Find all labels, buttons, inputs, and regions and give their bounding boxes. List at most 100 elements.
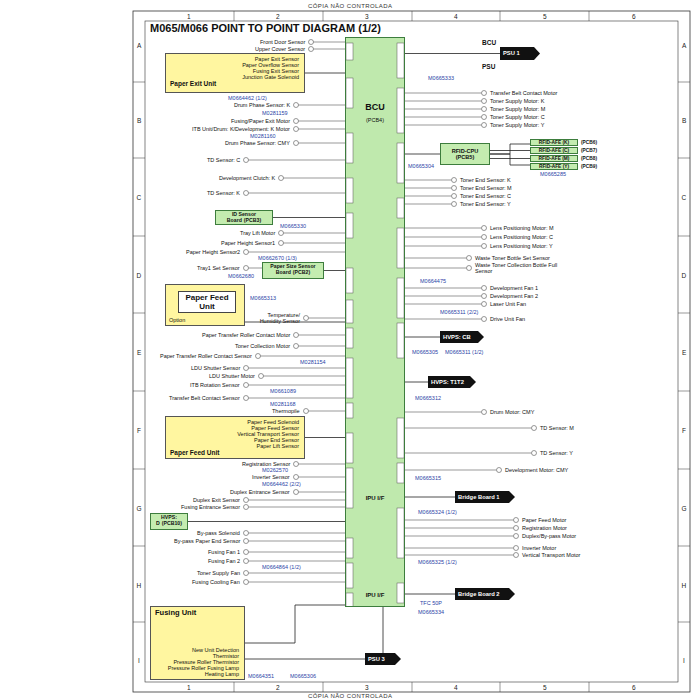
node-text: PSU 1: [503, 50, 520, 56]
component-symbol: [294, 490, 299, 495]
arrow-fill: [455, 588, 515, 600]
pcb-box: Paper Size Sensor Board(PCB2): [262, 262, 324, 279]
wire: [309, 318, 346, 319]
component-symbol: [482, 410, 487, 415]
component-name: Toner Collection Motor: [235, 343, 290, 349]
harness-number: M0665305: [412, 349, 438, 355]
wire: [249, 552, 346, 553]
unit-box: Fusing UnitNew Unit DetectionThermistorP…: [150, 606, 245, 680]
connector-block: [397, 418, 404, 458]
node-text: RFID-CPU: [452, 148, 479, 154]
unit-box: Paper Feed SolenoidPaper Feed SensorVert…: [165, 416, 305, 459]
wire: [299, 492, 346, 493]
node-text: Fusing Exit Sensor: [253, 68, 299, 74]
wire: [299, 464, 346, 465]
grid-reference: F: [137, 427, 141, 434]
component-symbol: [514, 526, 519, 531]
component-symbol: [514, 553, 519, 558]
grid-tick: [678, 391, 690, 392]
connector-line: [383, 607, 384, 653]
harness-number: M0281160: [250, 133, 276, 139]
component-symbol: [514, 518, 519, 523]
pcb-number: (PCB7): [581, 148, 597, 153]
component-symbol: [482, 294, 487, 299]
node-text: BCU: [346, 103, 404, 113]
component-symbol: [279, 241, 284, 246]
component-symbol: [294, 462, 299, 467]
connector-block: [346, 468, 353, 508]
component-symbol: [532, 451, 537, 456]
grid-tick: [323, 682, 324, 692]
component-name: By-pass Paper End Sensor: [174, 538, 240, 544]
grid-reference: D: [137, 272, 142, 279]
unit-box: Paper Exit SensorPaper Overflow SensorFu…: [165, 53, 305, 93]
component-symbol: [294, 127, 299, 132]
connector-block: [397, 43, 404, 78]
harness-number: M0665306: [290, 673, 316, 679]
grid-reference: 6: [632, 13, 636, 20]
component-name: Thermopile: [272, 408, 300, 414]
grid-tick: [133, 236, 145, 237]
component-symbol: [279, 176, 284, 181]
connector-line: [324, 270, 345, 271]
grid-tick: [133, 313, 145, 314]
component-name: Transfer Belt Contact Sensor: [169, 395, 240, 401]
node-text: RFID-AFE (K): [531, 140, 577, 145]
component-symbol: [482, 302, 487, 307]
wire: [405, 555, 514, 556]
node-text: HVPS: T1T2: [431, 379, 464, 385]
component-name: Development Clutch: K: [219, 175, 275, 181]
component-symbol: [244, 559, 249, 564]
component-name: ITB Rotation Sensor: [190, 382, 240, 388]
wire: [405, 180, 452, 181]
node-text: IPU I/F: [346, 495, 404, 502]
component-symbol: [514, 546, 519, 551]
connector-block: [346, 403, 353, 418]
wire: [249, 582, 346, 583]
node-text: Thermistor: [213, 653, 239, 659]
connector-block: [397, 323, 404, 358]
wire: [405, 304, 482, 305]
wire: [405, 536, 514, 537]
wire: [249, 561, 346, 562]
component-symbol: [452, 202, 457, 207]
connector-block: [397, 228, 404, 268]
node-text: (PCB2): [293, 269, 310, 275]
component-symbol: [304, 409, 309, 414]
grid-tick: [678, 622, 690, 623]
component-name: Laser Unit Fan: [490, 301, 526, 307]
wire: [405, 520, 514, 521]
component-name: By-pass Solenoid: [197, 530, 240, 536]
component-name: Transfer Belt Contact Motor: [490, 90, 557, 96]
connector-block: [346, 268, 353, 293]
component-symbol: [482, 107, 487, 112]
arrow-fill: [500, 47, 540, 60]
component-name: Drive Unit Fan: [490, 316, 525, 322]
component-symbol: [244, 539, 249, 544]
component-symbol: [294, 119, 299, 124]
harness-number: M0281154: [300, 359, 326, 365]
component-symbol: [244, 571, 249, 576]
component-name: Fusing Fan 1: [208, 549, 240, 555]
pcb-box: RFID-AFE (C)(PCB7): [530, 147, 578, 154]
harness-number: M0665334: [418, 609, 444, 615]
component-name: Toner Supply Motor: M: [490, 106, 545, 112]
outer-frame: [133, 11, 690, 692]
component-name: Toner End Sensor: K: [460, 177, 511, 183]
harness-number: M0665311 (1/2): [445, 349, 483, 355]
component-name: Development Motor: CMY: [505, 467, 568, 473]
component-name: Duplex Exit Sensor: [193, 497, 240, 503]
wire: [309, 411, 346, 412]
wire: [249, 385, 346, 386]
node-text: Paper End Sensor: [254, 437, 299, 443]
harness-number: M0661089: [270, 388, 296, 394]
component-name: TD Sensor: M: [540, 425, 574, 431]
component-name: Drum Phase Sensor: K: [234, 102, 290, 108]
wire: [405, 453, 532, 454]
wire: [405, 296, 482, 297]
connector-line: [305, 437, 345, 438]
arrow-fill: [428, 376, 476, 388]
component-name: Drum Motor: CMY: [490, 409, 534, 415]
node-text: RFID-AFE (M): [531, 156, 577, 161]
